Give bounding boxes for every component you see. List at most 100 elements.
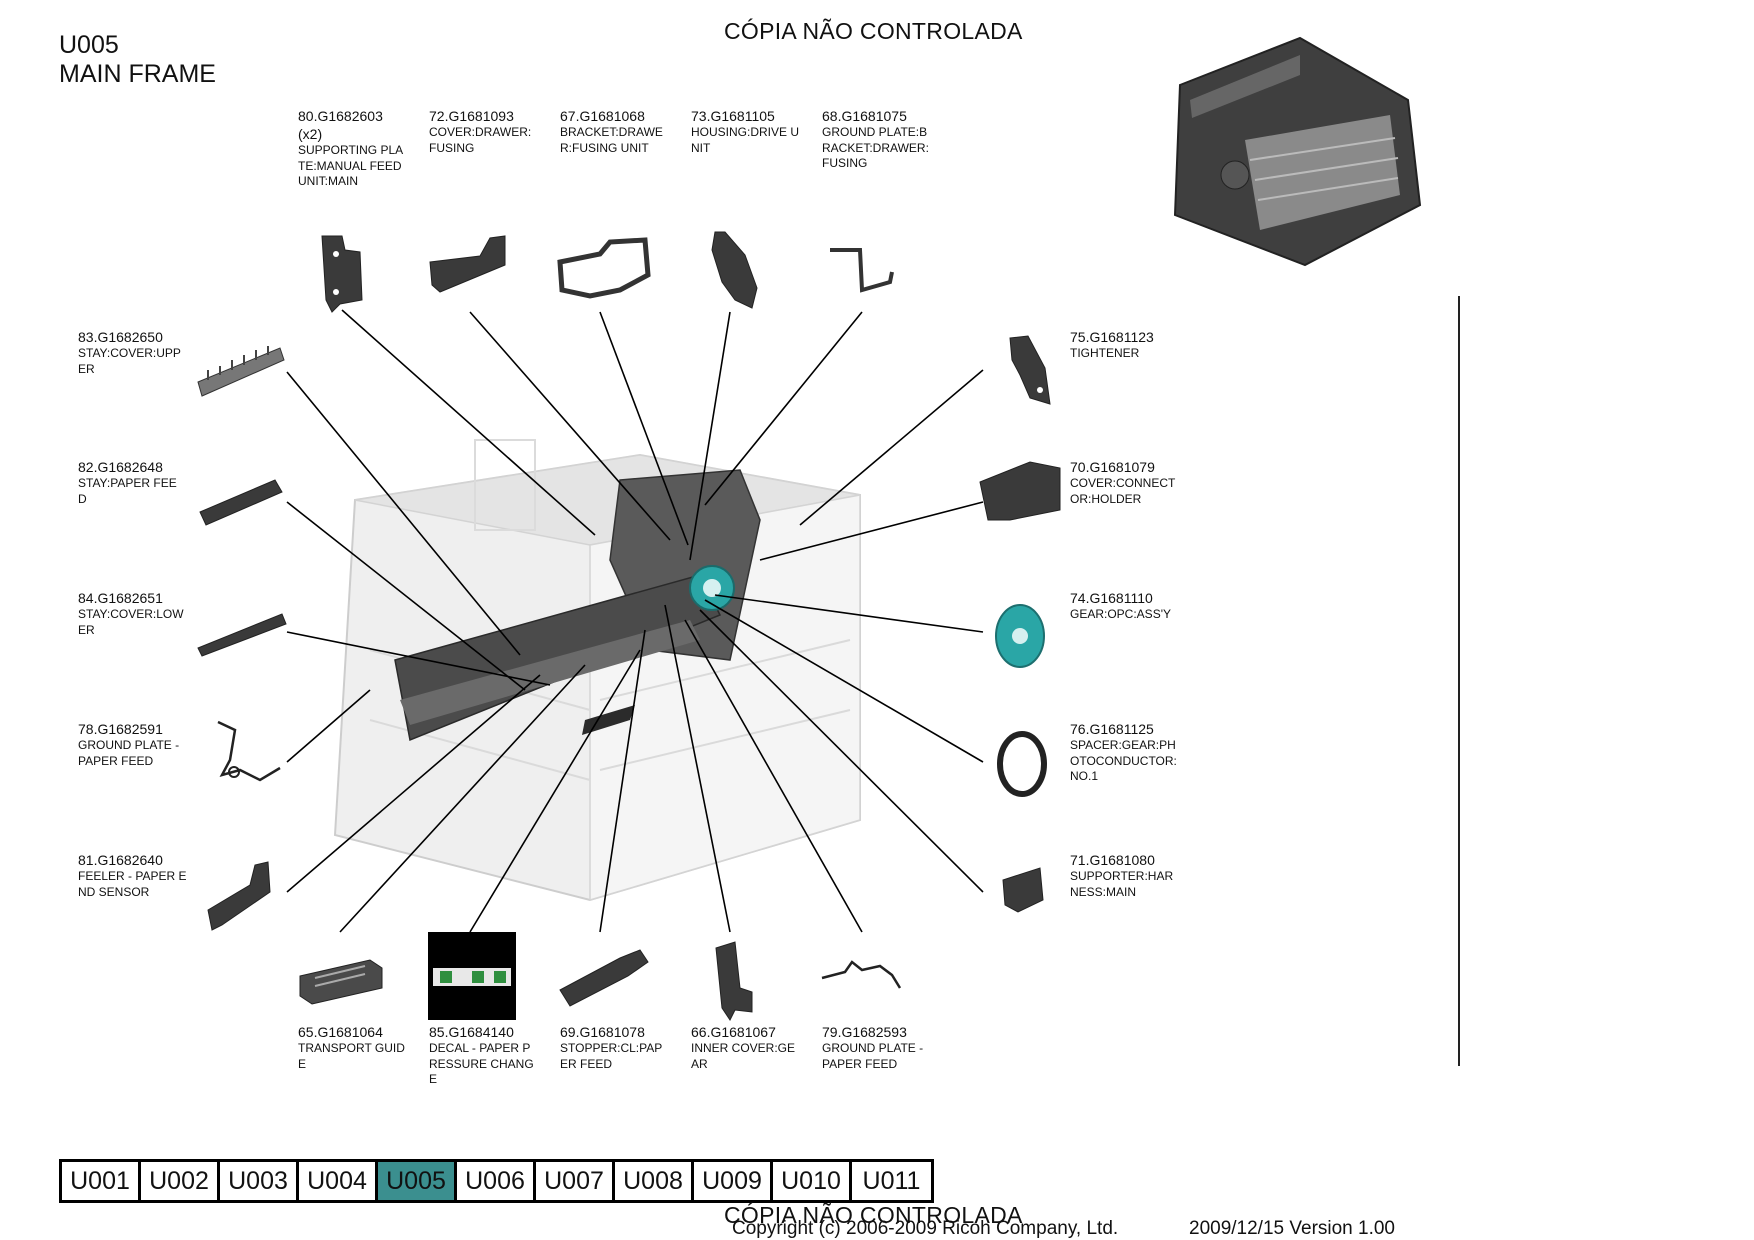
part-label-71: 71.G1681080 SUPPORTER:HAR NESS:MAIN [1070, 851, 1198, 900]
part-name: SPACER:GEAR:PH OTOCONDUCTOR: NO.1 [1070, 738, 1177, 783]
part-78-drawing [217, 720, 281, 782]
part-label-75: 75.G1681123 TIGHTENER [1070, 328, 1198, 362]
nav-tab-u005[interactable]: U005 [378, 1162, 457, 1200]
part-name: SUPPORTER:HAR NESS:MAIN [1070, 869, 1174, 899]
nav-tab-u003[interactable]: U003 [220, 1162, 299, 1200]
part-name: BRACKET:DRAWE R:FUSING UNIT [560, 125, 663, 155]
part-80-drawing [321, 235, 363, 313]
part-label-68: 68.G1681075 GROUND PLATE:B RACKET:DRAWER… [822, 107, 950, 172]
version-text: 2009/12/15 Version 1.00 [1189, 1218, 1396, 1239]
part-name: DECAL - PAPER P RESSURE CHANG E [429, 1041, 534, 1086]
nav-tab-u006[interactable]: U006 [457, 1162, 536, 1200]
nav-tab-u002[interactable]: U002 [141, 1162, 220, 1200]
part-name: TRANSPORT GUID E [298, 1041, 405, 1071]
part-label-80: 80.G1682603 (x2) SUPPORTING PLA TE:MANUA… [298, 107, 426, 190]
nav-tab-u001[interactable]: U001 [62, 1162, 141, 1200]
part-number: 72.G1681093 [429, 108, 514, 124]
nav-tab-u008[interactable]: U008 [615, 1162, 694, 1200]
part-label-85: 85.G1684140 DECAL - PAPER P RESSURE CHAN… [429, 1023, 557, 1088]
part-number: 73.G1681105 [691, 108, 775, 124]
part-number: 85.G1684140 [429, 1024, 514, 1040]
part-name: GROUND PLATE - PAPER FEED [78, 738, 180, 768]
nav-tab-u004[interactable]: U004 [299, 1162, 378, 1200]
part-label-79: 79.G1682593 GROUND PLATE - PAPER FEED [822, 1023, 950, 1072]
part-label-66: 66.G1681067 INNER COVER:GE AR [691, 1023, 819, 1072]
part-number: 84.G1682651 [78, 590, 163, 606]
part-label-65: 65.G1681064 TRANSPORT GUID E [298, 1023, 426, 1072]
part-number: 69.G1681078 [560, 1024, 645, 1040]
section-title: MAIN FRAME [59, 60, 216, 88]
part-74-drawing [995, 604, 1045, 668]
part-label-67: 67.G1681068 BRACKET:DRAWE R:FUSING UNIT [560, 107, 688, 156]
part-name: GEAR:OPC:ASS'Y [1070, 607, 1171, 621]
drive-unit-assembly [394, 469, 761, 742]
part-70-drawing [979, 461, 1061, 521]
part-81-drawing [207, 861, 271, 931]
section-code: U005 [59, 31, 119, 59]
part-name: HOUSING:DRIVE U NIT [691, 125, 800, 155]
part-label-74: 74.G1681110 GEAR:OPC:ASS'Y [1070, 589, 1198, 623]
part-number: 71.G1681080 [1070, 852, 1155, 868]
nav-tab-u009[interactable]: U009 [694, 1162, 773, 1200]
part-label-83: 83.G1682650 STAY:COVER:UPP ER [78, 328, 206, 377]
part-number: 66.G1681067 [691, 1024, 776, 1040]
part-84-drawing [197, 613, 287, 657]
part-69-drawing [559, 949, 649, 1007]
part-76-drawing [997, 731, 1047, 797]
part-name: FEELER - PAPER E ND SENSOR [78, 869, 187, 899]
part-75-drawing [1009, 335, 1051, 405]
part-number: 70.G1681079 [1070, 459, 1155, 475]
part-number: 65.G1681064 [298, 1024, 383, 1040]
part-number: 75.G1681123 [1070, 329, 1154, 345]
nav-tab-u011[interactable]: U011 [852, 1162, 931, 1200]
part-73-drawing [711, 231, 758, 309]
part-name: STAY:COVER:LOW ER [78, 607, 184, 637]
watermark-bottom: CÓPIA NÃO CONTROLADA [724, 1202, 1023, 1228]
part-label-72: 72.G1681093 COVER:DRAWER: FUSING [429, 107, 557, 156]
part-number: 81.G1682640 [78, 852, 163, 868]
part-name: COVER:CONNECT OR:HOLDER [1070, 476, 1176, 506]
part-name: COVER:DRAWER: FUSING [429, 125, 532, 155]
part-number: 80.G1682603 [298, 108, 383, 124]
part-number: 67.G1681068 [560, 108, 645, 124]
part-82-drawing [199, 479, 283, 526]
part-67-drawing [557, 237, 651, 299]
part-label-82: 82.G1682648 STAY:PAPER FEE D [78, 458, 206, 507]
part-name: STOPPER:CL:PAP ER FEED [560, 1041, 663, 1071]
part-name: STAY:COVER:UPP ER [78, 346, 181, 376]
nav-tab-u010[interactable]: U010 [773, 1162, 852, 1200]
part-65-drawing [299, 959, 383, 1005]
section-nav: U001 U002 U003 U004 U005 U006 U007 U008 … [59, 1159, 934, 1203]
part-number: 78.G1682591 [78, 721, 163, 737]
part-label-76: 76.G1681125 SPACER:GEAR:PH OTOCONDUCTOR:… [1070, 720, 1198, 785]
part-name: TIGHTENER [1070, 346, 1140, 360]
watermark-top: CÓPIA NÃO CONTROLADA [724, 18, 1023, 44]
leader-lines [286, 309, 984, 933]
part-label-70: 70.G1681079 COVER:CONNECT OR:HOLDER [1070, 458, 1198, 507]
part-number: 79.G1682593 [822, 1024, 907, 1040]
part-72-drawing [429, 235, 506, 293]
part-label-84: 84.G1682651 STAY:COVER:LOW ER [78, 589, 206, 638]
part-label-73: 73.G1681105 HOUSING:DRIVE U NIT [691, 107, 819, 156]
part-label-69: 69.G1681078 STOPPER:CL:PAP ER FEED [560, 1023, 688, 1072]
part-name: INNER COVER:GE AR [691, 1041, 796, 1071]
copyright-text: Copyright (c) 2006-2009 Ricoh Company, L… [732, 1218, 1119, 1239]
part-name: GROUND PLATE:B RACKET:DRAWER: FUSING [822, 125, 929, 170]
part-number: 68.G1681075 [822, 108, 907, 124]
part-number: 76.G1681125 [1070, 721, 1154, 737]
part-number: 74.G1681110 [1070, 590, 1153, 606]
part-85-drawing [428, 932, 516, 1020]
printer-thumbnail [1173, 36, 1422, 267]
part-71-drawing [1002, 867, 1044, 913]
part-68-drawing [830, 248, 894, 293]
vertical-divider [1458, 296, 1460, 1066]
part-79-drawing [821, 960, 902, 989]
part-name: SUPPORTING PLA TE:MANUAL FEED UNIT:MAIN [298, 143, 404, 188]
part-66-drawing [715, 941, 753, 1021]
part-83-drawing [197, 346, 285, 397]
part-name: STAY:PAPER FEE D [78, 476, 177, 506]
nav-tab-u007[interactable]: U007 [536, 1162, 615, 1200]
part-number: 82.G1682648 [78, 459, 163, 475]
part-name: GROUND PLATE - PAPER FEED [822, 1041, 924, 1071]
